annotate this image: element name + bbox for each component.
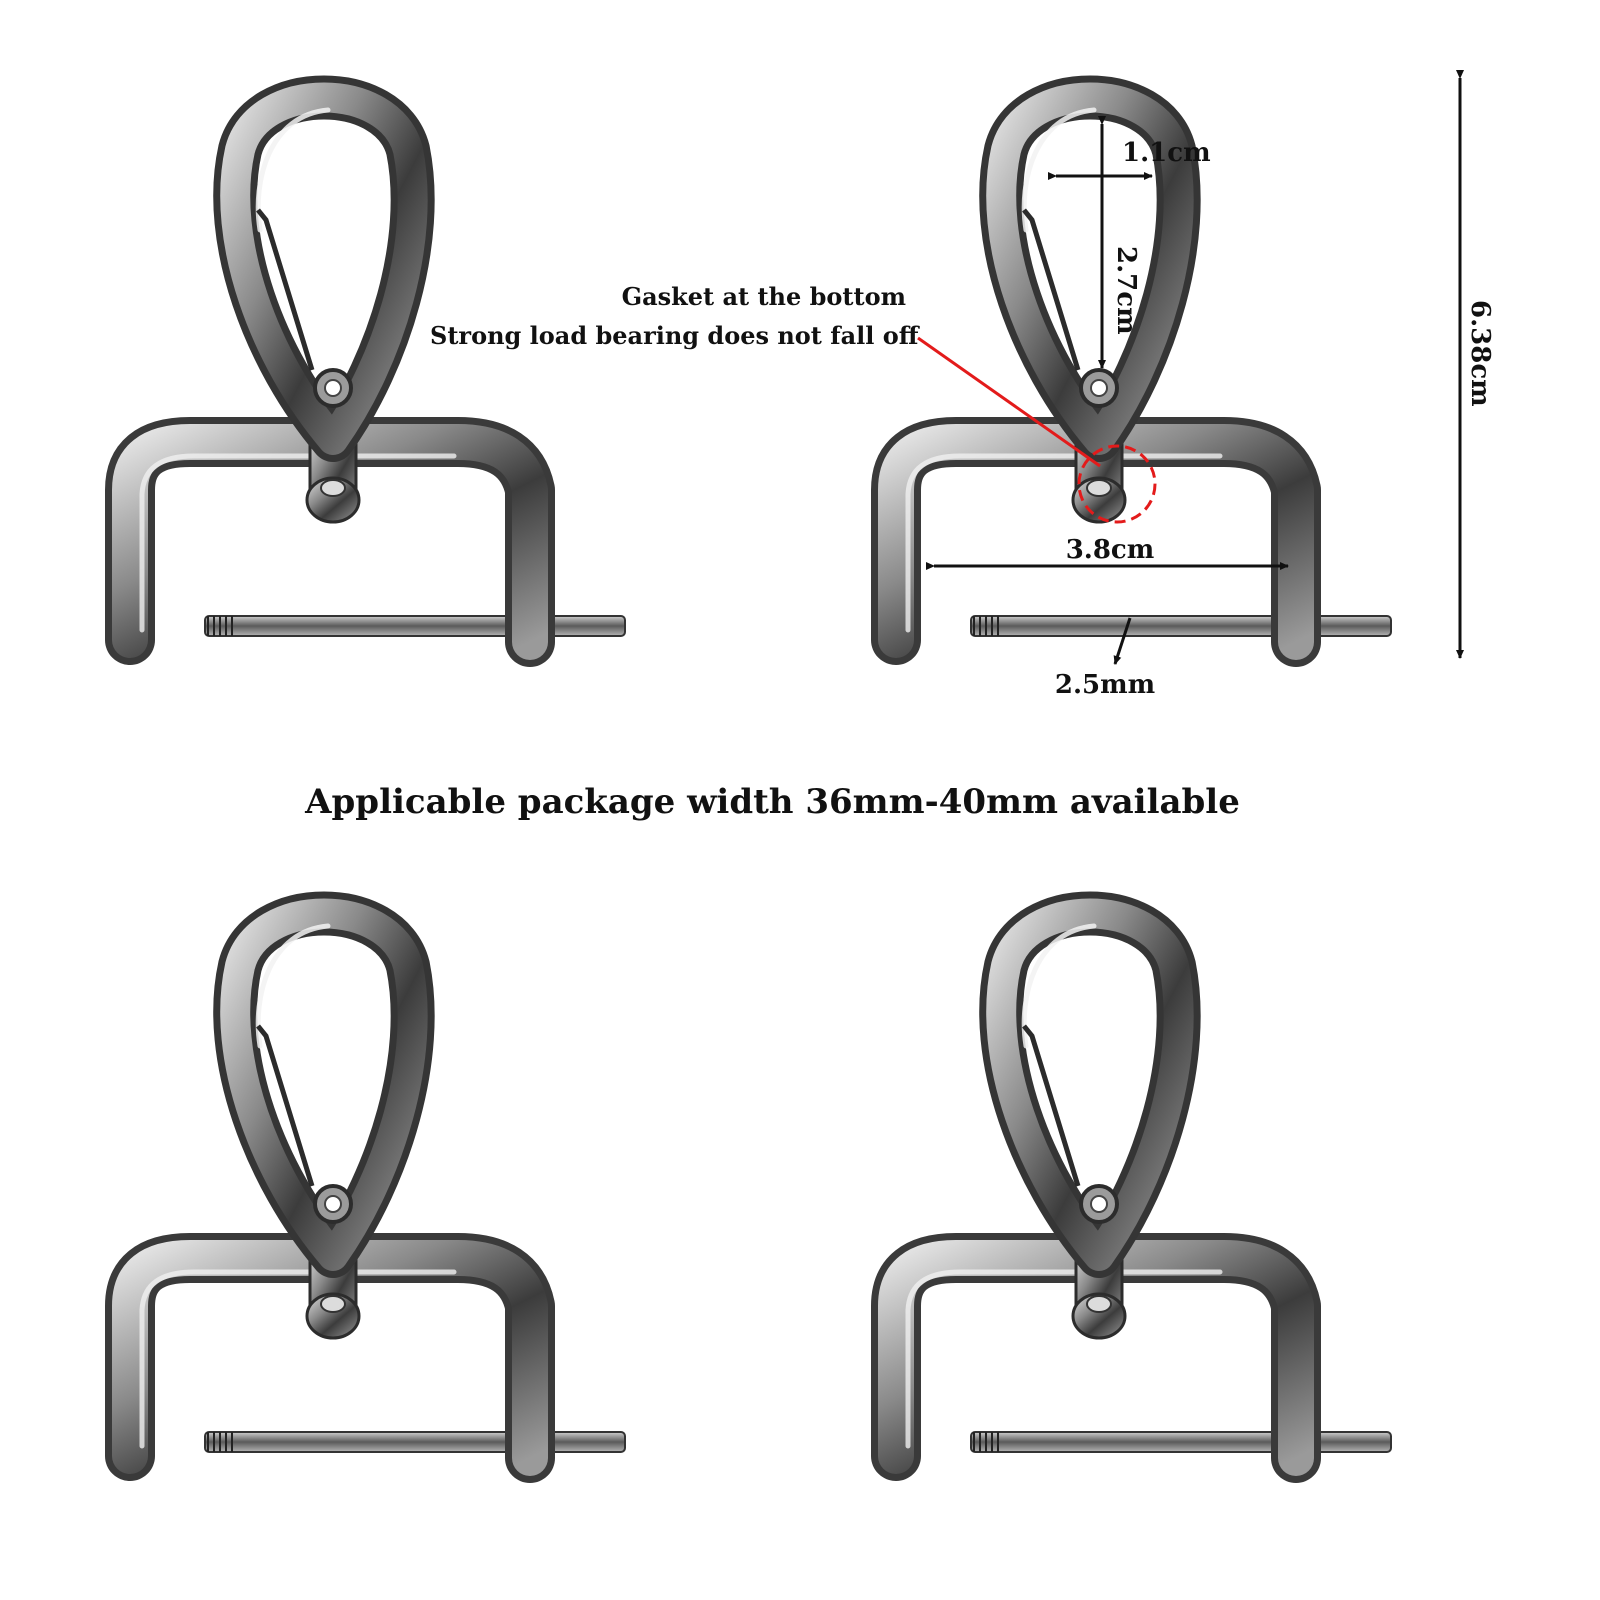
swivel-snap-hook-bottom-right [896, 914, 1391, 1459]
callout-line-1: Gasket at the bottom [621, 282, 906, 311]
total-height-label: 6.38cm [1465, 300, 1495, 407]
inner-width-label: 3.8cm [1066, 535, 1155, 565]
pin-diameter-arrow [1113, 617, 1132, 665]
swivel-snap-hook-top-left [130, 98, 625, 643]
gasket-callout-marker [917, 336, 1157, 524]
swivel-snap-hook-bottom-left [130, 914, 625, 1459]
package-width-caption: Applicable package width 36mm-40mm avail… [305, 782, 1240, 822]
loop-height-label: 2.7cm [1111, 246, 1141, 335]
dimension-annotations [926, 70, 1464, 665]
gasket-callout-text: Gasket at the bottom Strong load bearing… [430, 282, 919, 350]
callout-line-2: Strong load bearing does not fall off [430, 321, 919, 350]
pin-diameter-label: 2.5mm [1055, 670, 1155, 700]
loop-width-label: 1.1cm [1122, 138, 1211, 168]
